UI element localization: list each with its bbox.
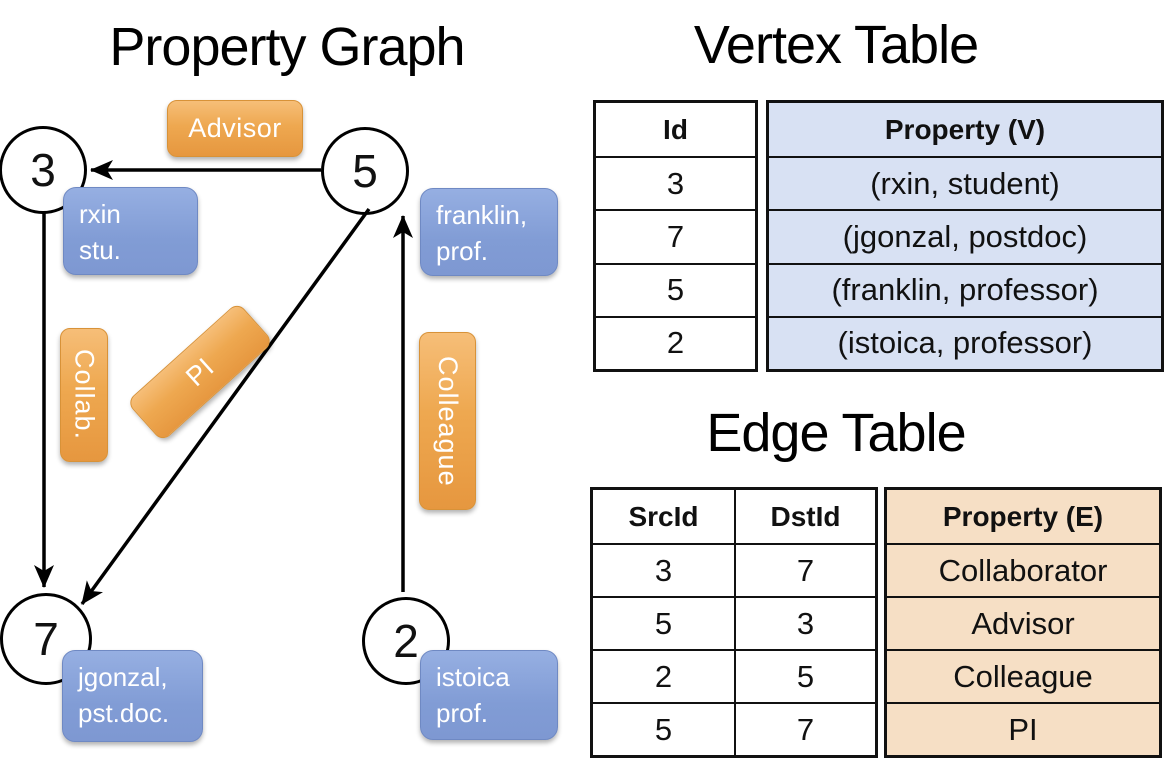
edge-table-property-cell: Advisor (887, 596, 1159, 649)
edge-table-dstid-cell: 3 (734, 596, 875, 649)
vertex-table-title: Vertex Table (693, 15, 979, 75)
vertex-table-id-cell: 5 (596, 262, 755, 316)
vertex-prop-box-rxin: rxin stu. (63, 187, 198, 275)
node-7-label: 7 (33, 613, 59, 665)
vertex-table-id-cell: 7 (596, 209, 755, 262)
edge-table-property-cell: PI (887, 702, 1159, 755)
edge-table-dstid-cell: 5 (734, 649, 875, 702)
edge-table-srcid-header: SrcId (628, 500, 699, 532)
edge-table-srcid-cell: 2 (593, 649, 734, 702)
vertex-prop-jgonzal-line2: pst.doc. (78, 698, 170, 729)
node-3-label: 3 (30, 144, 56, 196)
vertex-prop-istoica-line1: istoica (436, 662, 510, 692)
edge-table-dstid-header: DstId (734, 490, 875, 543)
edge-label-colleague: Colleague (419, 332, 476, 510)
vertex-table-id-cell: 2 (596, 315, 755, 369)
node-2-label: 2 (393, 615, 419, 667)
vertex-prop-box-franklin: franklin, prof. (420, 188, 558, 276)
vertex-prop-box-jgonzal: jgonzal, pst.doc. (62, 650, 203, 742)
vertex-prop-franklin-line2: prof. (436, 236, 489, 267)
vertex-table-id-column: Id 3 7 5 2 (593, 100, 758, 372)
edge-table-title: Edge Table (706, 403, 966, 463)
edge-table-id-columns: SrcId DstId 3 7 5 3 2 5 5 7 (590, 487, 878, 758)
graph-node-5: 5 (321, 127, 409, 215)
node-5-label: 5 (352, 145, 378, 197)
vertex-prop-istoica-line2: prof. (436, 698, 489, 729)
vertex-table-id-cell: 3 (596, 156, 755, 209)
vertex-table-property-column: Property (V) (rxin, student) (jgonzal, p… (766, 100, 1164, 372)
edge-label-collab-text: Collab. (69, 349, 100, 441)
vertex-prop-franklin-line1: franklin, (436, 200, 528, 230)
edge-table-srcid-cell: 5 (593, 596, 734, 649)
edge-label-pi-text: PI (179, 351, 220, 392)
edge-table-srcid-cell: 5 (593, 702, 734, 755)
vertex-table-property-cell: (jgonzal, postdoc) (769, 209, 1161, 262)
vertex-prop-rxin-line1: rxin (79, 199, 121, 229)
edge-table-property-header: Property (E) (942, 500, 1104, 532)
vertex-prop-box-istoica: istoica prof. (420, 650, 558, 740)
edge-table-dstid-cell: 7 (734, 543, 875, 596)
vertex-table-property-cell: (franklin, professor) (769, 262, 1161, 316)
edge-label-pi: PI (126, 301, 274, 443)
vertex-prop-jgonzal-line1: jgonzal, (78, 662, 168, 692)
edge-table-property-column: Property (E) Collaborator Advisor Collea… (884, 487, 1162, 758)
property-graph-title: Property Graph (109, 17, 465, 77)
edge-table-property-cell: Colleague (887, 649, 1159, 702)
edge-label-advisor-text: Advisor (188, 113, 282, 143)
graph-node-3: 3 (0, 126, 87, 214)
edge-table-dstid-cell: 7 (734, 702, 875, 755)
edge-label-collab: Collab. (60, 328, 108, 462)
edge-label-colleague-text: Colleague (433, 355, 463, 487)
edge-table-property-cell: Collaborator (887, 543, 1159, 596)
vertex-table-property-cell: (rxin, student) (769, 156, 1161, 209)
edge-table-srcid-cell: 3 (593, 543, 734, 596)
edge-label-advisor: Advisor (167, 100, 303, 157)
vertex-table-property-cell: (istoica, professor) (769, 315, 1161, 369)
vertex-table-id-header: Id (663, 113, 688, 145)
vertex-prop-rxin-line2: stu. (79, 235, 121, 266)
vertex-table-property-header: Property (V) (884, 113, 1046, 145)
